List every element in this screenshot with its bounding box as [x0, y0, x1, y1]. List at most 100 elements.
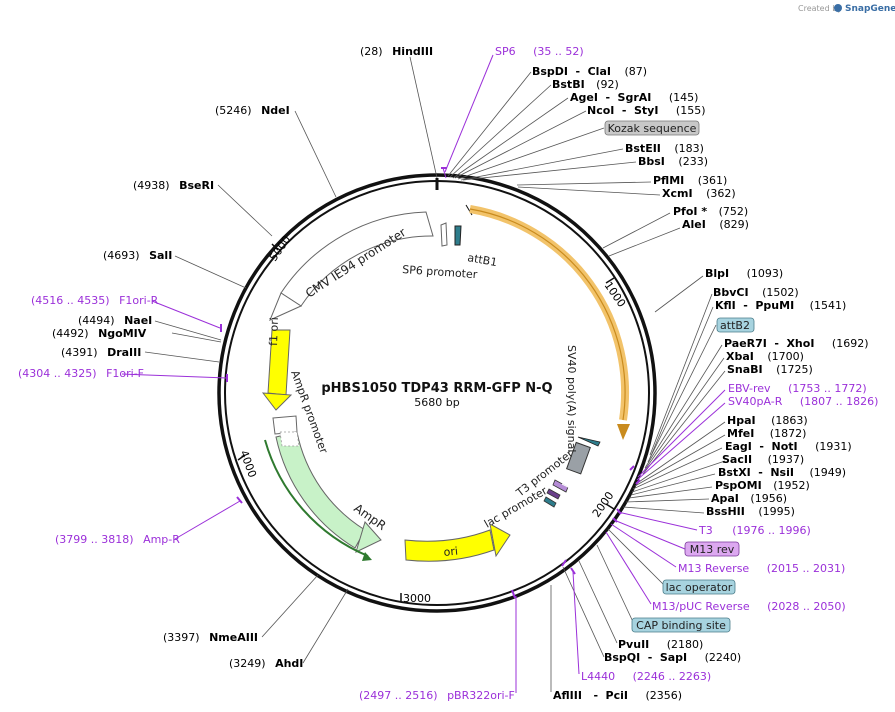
tick-label-5000: 5000: [267, 233, 294, 263]
site-pcii[interactable]: PciI: [606, 689, 628, 702]
feature-attb1[interactable]: [440, 222, 462, 247]
site-pos-xbai: (1700): [767, 350, 804, 363]
site-bseri[interactable]: BseRI: [179, 179, 214, 192]
site-kfli[interactable]: KflI: [715, 299, 736, 312]
primer-m13-reverse[interactable]: M13 Reverse: [678, 562, 749, 575]
svg-text:AflIII - PciI (235: AflIII - PciI (2356): [553, 689, 682, 702]
site-ahdi[interactable]: AhdI: [275, 657, 303, 670]
tick-label-3000: 3000: [403, 592, 431, 605]
site-pos-bsteii: (183): [674, 142, 704, 155]
primer-sv40pa-r[interactable]: SV40pA-R: [728, 395, 783, 408]
feature-cmv-promoter[interactable]: [269, 211, 434, 321]
site-pfoi[interactable]: PfoI *: [673, 205, 707, 218]
feature-box-lac-operator[interactable]: lac operator: [662, 579, 736, 595]
svg-text:EBV-rev (1753 .. 1772): EBV-rev (1753 .. 1772): [728, 382, 867, 395]
feature-box-cap-site[interactable]: CAP binding site: [631, 617, 731, 633]
feature-box-attb2[interactable]: attB2: [716, 317, 755, 333]
site-bstxi[interactable]: BstXI: [718, 466, 751, 479]
site-noti[interactable]: NotI: [771, 440, 797, 453]
site-ncoi[interactable]: NcoI: [587, 104, 614, 117]
feature-f1-ori[interactable]: [261, 329, 293, 411]
primer-l4440[interactable]: L4440: [581, 670, 615, 683]
site-paer7i[interactable]: PaeR7I: [724, 337, 767, 350]
svg-text:SnaBI (1725): SnaBI (1725): [727, 363, 813, 376]
site-agei[interactable]: AgeI: [570, 91, 598, 104]
feature-gfp-region[interactable]: [469, 205, 630, 440]
primer-sp6[interactable]: SP6: [495, 45, 516, 58]
site-styi[interactable]: StyI: [634, 104, 658, 117]
left-leaders: [121, 56, 517, 693]
primer-amp-r[interactable]: Amp-R: [143, 533, 180, 546]
right-primer-ticks: [441, 167, 641, 575]
primer-pos-m13-reverse: (2015 .. 2031): [767, 562, 846, 575]
site-ppumi[interactable]: PpuMI: [755, 299, 794, 312]
site-bbsi[interactable]: BbsI: [638, 155, 665, 168]
site-mfei[interactable]: MfeI: [727, 427, 754, 440]
site-snabi[interactable]: SnaBI: [727, 363, 763, 376]
feature-ampr[interactable]: [264, 431, 382, 561]
site-sgrai[interactable]: SgrAI: [618, 91, 652, 104]
site-nmeaiii[interactable]: NmeAIII: [209, 631, 258, 644]
primer-ebv-rev[interactable]: EBV-rev: [728, 382, 771, 395]
svg-text:SP6 (35 .. 52): SP6 (35 .. 52): [495, 45, 584, 58]
site-xhoi[interactable]: XhoI: [786, 337, 814, 350]
site-nsii[interactable]: NsiI: [770, 466, 794, 479]
primer-pos-amp-r: (3799 .. 3818): [55, 533, 134, 546]
plasmid-size: 5680 bp: [414, 396, 459, 409]
site-ndei[interactable]: NdeI: [261, 104, 290, 117]
site-apai[interactable]: ApaI: [711, 492, 739, 505]
feature-ori[interactable]: [404, 523, 511, 562]
site-eagi[interactable]: EagI: [725, 440, 752, 453]
site-xcmi[interactable]: XcmI: [662, 187, 693, 200]
site-sali[interactable]: SalI: [149, 249, 172, 262]
site-bsshii[interactable]: BssHII: [706, 505, 745, 518]
svg-text:BstBI (92): BstBI (92): [552, 78, 619, 91]
feature-box-kozak[interactable]: Kozak sequence: [604, 120, 700, 136]
site-sapi[interactable]: SapI: [660, 651, 687, 664]
site-naei[interactable]: NaeI: [124, 314, 152, 327]
site-draiii[interactable]: DraIII: [107, 346, 141, 359]
site-alei[interactable]: AleI: [682, 218, 706, 231]
primer-pos-m13-puc-reverse: (2028 .. 2050): [767, 600, 846, 613]
feature-cap-site-label: CAP binding site: [636, 619, 726, 632]
site-pspomi[interactable]: PspOMI: [715, 479, 762, 492]
site-bspqi[interactable]: BspQI: [604, 651, 640, 664]
svg-text:M13/pUC Reverse (2028 .. 2: M13/pUC Reverse (2028 .. 2050): [652, 600, 846, 613]
site-pos-apai: (1956): [750, 492, 787, 505]
svg-text:ApaI (1956): ApaI (1956): [711, 492, 787, 505]
site-pos-draiii: (4391): [61, 346, 98, 359]
primer-f1ori-f[interactable]: F1ori-F: [106, 367, 144, 380]
site-hpai[interactable]: HpaI: [727, 414, 756, 427]
site-sacii[interactable]: SacII: [722, 453, 752, 466]
site-blpi[interactable]: BlpI: [705, 267, 729, 280]
site-hindiii[interactable]: HindIII: [392, 45, 433, 58]
site-afliii[interactable]: AflIII: [553, 689, 582, 702]
site-pos-clai: (87): [624, 65, 647, 78]
primer-pbr322ori-f[interactable]: pBR322ori-F: [447, 689, 515, 702]
primer-f1ori-r[interactable]: F1ori-R: [119, 294, 159, 307]
site-pvuii[interactable]: PvuII: [618, 638, 649, 651]
site-pos-xhoi: (1692): [832, 337, 869, 350]
primer-pos-sp6: (35 .. 52): [533, 45, 584, 58]
svg-text:(3249) AhdI: (3249) AhdI: [229, 657, 303, 670]
feature-sv40-polya[interactable]: [565, 436, 601, 475]
svg-text:(5246) NdeI: (5246) NdeI: [215, 104, 290, 117]
site-pflmi[interactable]: PflMI: [653, 174, 684, 187]
site-clai[interactable]: ClaI: [588, 65, 611, 78]
site-bspdi[interactable]: BspDI: [532, 65, 568, 78]
site-xbai[interactable]: XbaI: [726, 350, 754, 363]
primer-t3[interactable]: T3: [698, 524, 713, 537]
svg-text:BstXI - NsiI (1949: BstXI - NsiI (1949): [718, 466, 846, 479]
primer-m13-puc-reverse[interactable]: M13/pUC Reverse: [652, 600, 750, 613]
svg-text:(4516 .. 4535) F1ori-R: (4516 .. 4535) F1ori-R: [31, 294, 159, 307]
site-ngomiv[interactable]: NgoMIV: [98, 327, 147, 340]
svg-text:SacII (1937): SacII (1937): [722, 453, 804, 466]
feature-ampr-promoter[interactable]: [272, 415, 300, 447]
site-bsteii[interactable]: BstEII: [625, 142, 661, 155]
svg-text:BspDI - ClaI (87): BspDI - ClaI (87): [532, 65, 647, 78]
site-bstbi[interactable]: BstBI: [552, 78, 585, 91]
feature-box-m13-rev[interactable]: M13 rev: [684, 541, 740, 557]
site-bbvci[interactable]: BbvCI: [713, 286, 749, 299]
feature-t3-cluster[interactable]: [543, 479, 575, 508]
